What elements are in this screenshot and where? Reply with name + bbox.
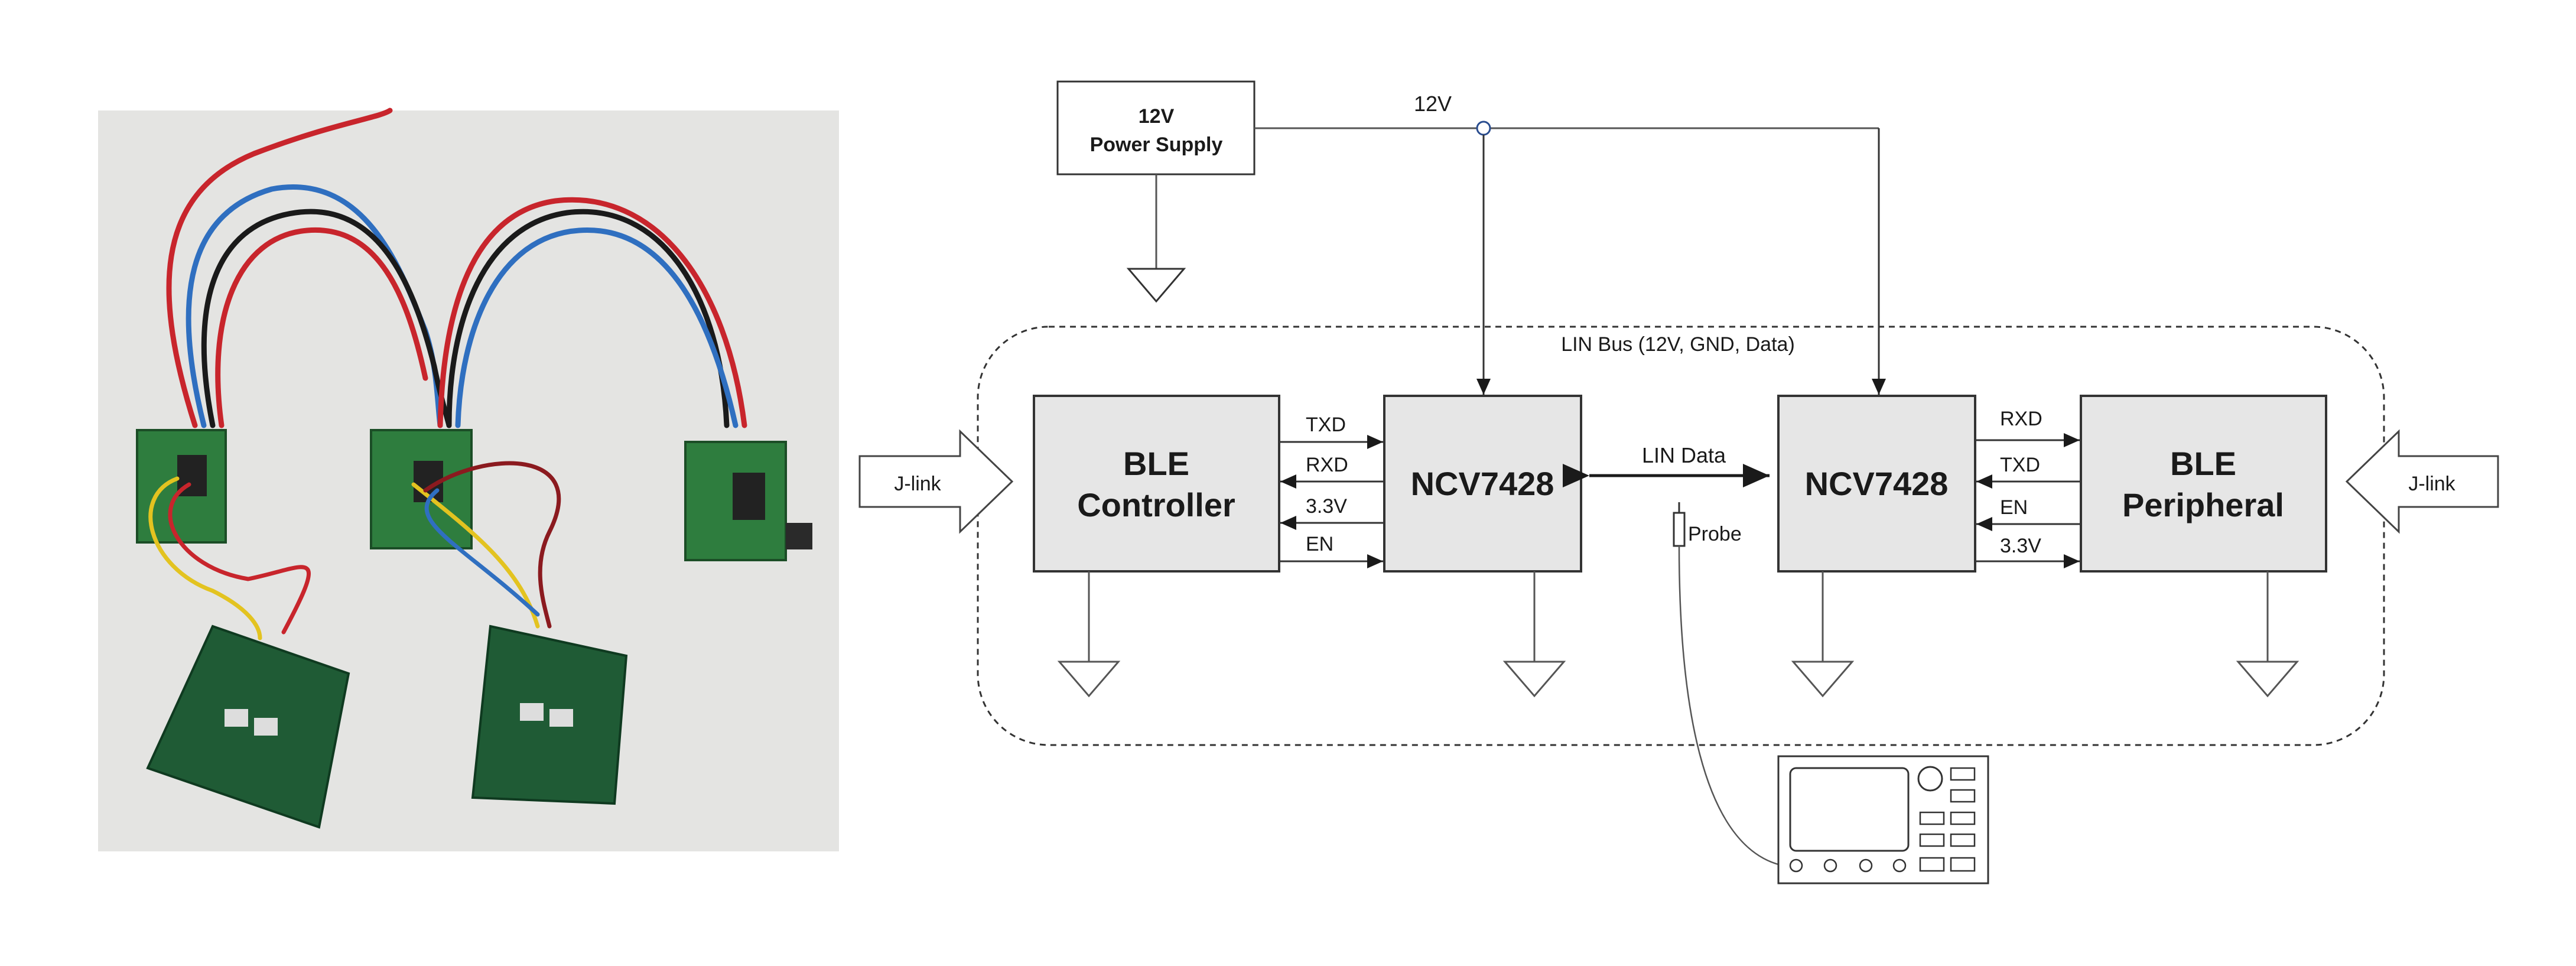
lin-bus-label: LIN Bus (12V, GND, Data) xyxy=(1561,333,1795,356)
cable-bundle xyxy=(166,108,747,428)
ncv7428-left-box xyxy=(1383,395,1582,573)
jlink-left-arrow xyxy=(858,429,1014,534)
oscilloscope-icon xyxy=(1777,755,1989,884)
ble-controller-line2: Controller xyxy=(1077,486,1235,523)
ble-controller-line1: BLE xyxy=(1123,445,1189,482)
ble-peripheral-line2: Peripheral xyxy=(2122,486,2284,523)
right-signal-rxd: RXD xyxy=(2000,408,2042,430)
ble-controller-box xyxy=(1033,395,1280,573)
ncv7428-right-box xyxy=(1777,395,1976,573)
left-signal-txd: TXD xyxy=(1306,414,1346,436)
perfboard-3 xyxy=(684,441,812,561)
right-signal-txd: TXD xyxy=(2000,454,2040,476)
probe-label: Probe xyxy=(1688,523,1742,545)
ground-icon xyxy=(2236,661,2299,698)
probe-cable xyxy=(1678,545,1797,869)
ble-peripheral-line1: BLE xyxy=(2170,445,2236,482)
rail-label: 12V xyxy=(1414,92,1452,116)
jlink-right-label: J-link xyxy=(2408,473,2455,495)
hardware-photo xyxy=(98,108,839,851)
right-signal-en: EN xyxy=(2000,496,2028,519)
jlink-left-label: J-link xyxy=(894,473,941,495)
dev-board-1 xyxy=(146,625,350,829)
power-supply-box xyxy=(1056,80,1256,175)
power-supply-line2: Power Supply xyxy=(1090,134,1223,156)
jlink-right-arrow xyxy=(2345,429,2499,534)
rail-junction xyxy=(1476,121,1491,136)
ground-icon xyxy=(1502,661,1566,698)
left-signal-3v3: 3.3V xyxy=(1306,495,1347,518)
ble-peripheral-box xyxy=(2080,395,2327,573)
probe-icon xyxy=(1673,512,1686,547)
ground-icon xyxy=(1057,661,1121,698)
perfboard-1 xyxy=(136,429,227,544)
right-signal-3v3: 3.3V xyxy=(2000,535,2041,557)
ground-icon xyxy=(1791,661,1855,698)
lin-bus-enclosure xyxy=(977,326,2385,746)
left-signal-en: EN xyxy=(1306,533,1333,555)
jumper-wires xyxy=(148,461,561,640)
ncv7428-right-label: NCV7428 xyxy=(1805,465,1949,502)
dev-board-2 xyxy=(471,625,628,805)
ground-icon xyxy=(1126,268,1186,303)
ncv7428-left-label: NCV7428 xyxy=(1411,465,1554,502)
power-supply-line1: 12V xyxy=(1139,105,1175,128)
lin-data-label: LIN Data xyxy=(1642,443,1726,467)
left-signal-rxd: RXD xyxy=(1306,454,1348,476)
